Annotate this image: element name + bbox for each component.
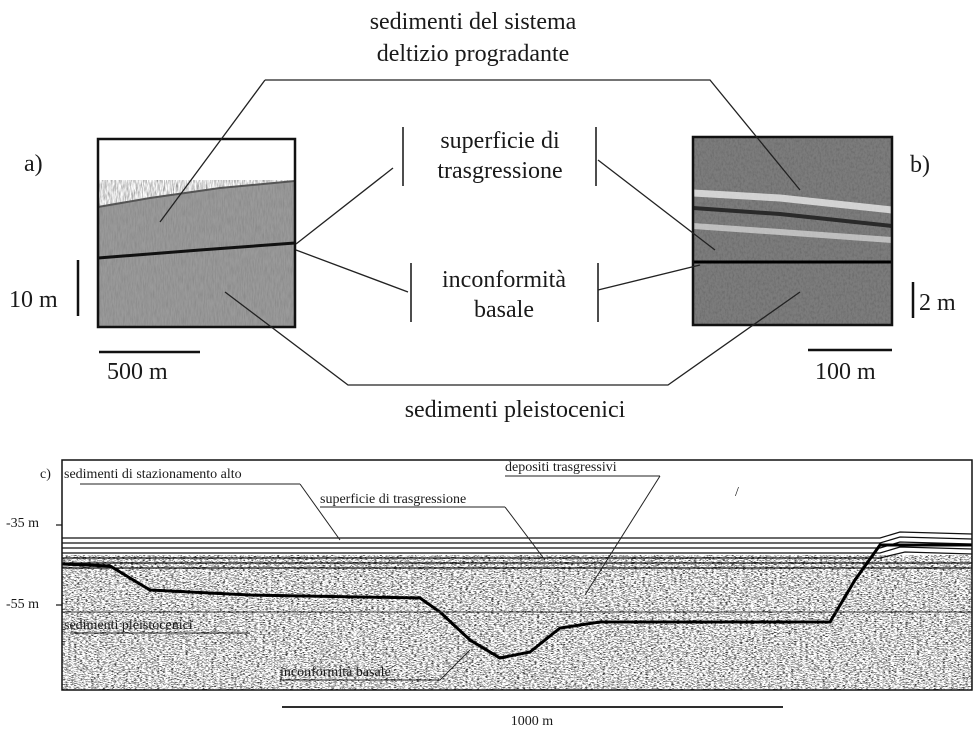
depth-label-bottom: -55 m <box>6 598 39 612</box>
label-transgression-surface: superficie di trasgressione <box>410 126 590 186</box>
depth-label-top: -35 m <box>6 517 39 531</box>
scale-b-horizontal-label: 100 m <box>815 360 876 384</box>
panel-label-c: c) <box>40 468 51 482</box>
scale-c-label: 1000 m <box>482 715 582 729</box>
scale-a-horizontal-label: 500 m <box>107 360 168 384</box>
panel-label-a: a) <box>24 152 43 176</box>
profile-c <box>56 460 972 690</box>
profile-mark: / <box>735 486 739 500</box>
label-unconformity-line-2: basale <box>416 295 592 325</box>
panel-a-image <box>98 139 295 327</box>
title-line-2: deltizio progradante <box>318 42 628 66</box>
label-transgressive-deposits: depositi trasgressivi <box>505 461 617 475</box>
label-transgression-line-2: trasgressione <box>410 156 590 186</box>
label-profile-pleistocene: sedimenti pleistocenici <box>64 619 193 633</box>
label-transgression-line-1: superficie di <box>410 126 590 156</box>
label-profile-basal-unconformity: inconformità basale <box>280 666 391 680</box>
scale-b-vertical-label: 2 m <box>919 291 956 315</box>
label-profile-transgression-surface: superficie di trasgressione <box>320 493 466 507</box>
panel-label-b: b) <box>910 153 930 177</box>
label-basal-unconformity: inconformità basale <box>416 265 592 325</box>
label-pleistocene-top: sedimenti pleistocenici <box>360 398 670 422</box>
label-high-stand-sediments: sedimenti di stazionamento alto <box>64 468 242 482</box>
scale-a-vertical-label: 10 m <box>9 288 58 312</box>
label-unconformity-line-1: inconformità <box>416 265 592 295</box>
title-line-1: sedimenti del sistema <box>318 10 628 34</box>
